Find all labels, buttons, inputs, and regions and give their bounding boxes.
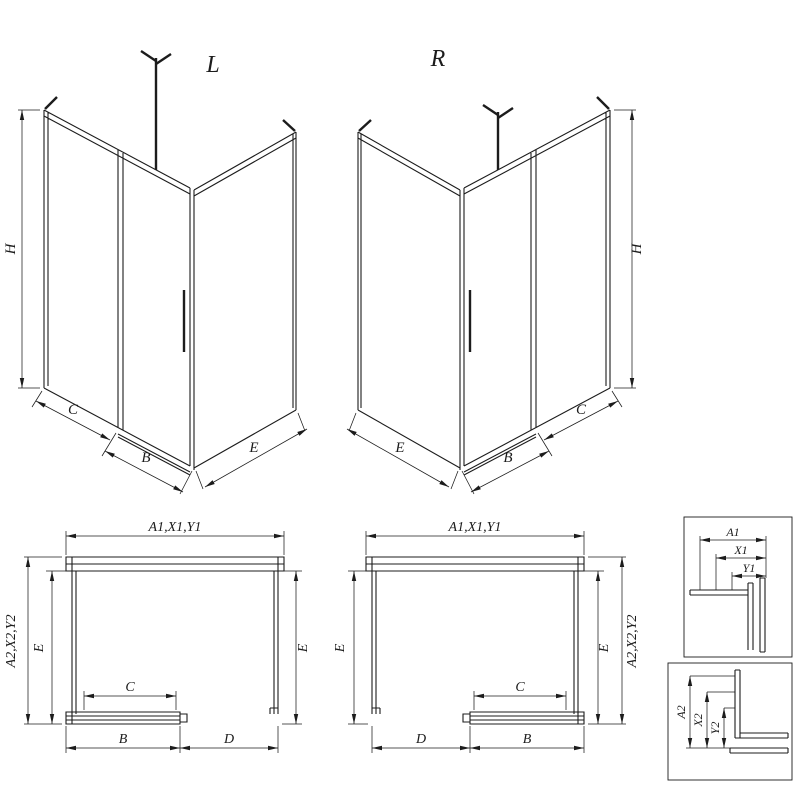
extension-lines [588,556,626,725]
side-panels [371,571,579,714]
extension-lines [18,109,40,389]
dim-label-b: B [141,450,150,466]
dim-label-d: D [223,732,234,747]
dim-label-a2: A2 [674,705,688,719]
dimension-line [470,450,550,493]
dimension-fixed-panel: C [31,390,117,457]
detail-frame [667,662,793,781]
dim-label-a1x1y1: A1,X1,Y1 [148,520,202,535]
dim-label-e: E [296,643,311,653]
sliding-door-plan [65,711,188,725]
dimension-b: B [65,726,181,753]
dimension-c: C [473,680,567,710]
dimension-y2: Y2 [708,708,727,748]
extension-lines [699,536,767,590]
dimension-d: D [371,726,470,753]
dimension-c: C [83,680,177,710]
extension-lines [280,570,302,725]
dimension-e-right: E [280,570,311,725]
dimension-door: B [461,450,550,495]
dim-label-a1: A1 [725,525,739,539]
extension-lines [461,470,475,495]
dimension-x1: X1 [716,543,766,561]
dimension-depth-outer: A2,X2,Y2 [588,556,640,725]
dimension-line [543,400,619,441]
dimension-e-left: E [32,570,70,724]
dim-label-e: E [32,643,47,653]
iso-view-right: R H C B E [346,46,645,495]
dimension-a1: A1 [700,525,766,543]
dim-label-x2: X2 [691,713,705,727]
dim-label-h: H [629,242,645,255]
dimension-fixed-panel: C [537,390,623,457]
extension-lines [686,675,735,749]
dimension-door: B [104,450,193,495]
dim-label-d: D [415,732,426,747]
configuration-label-r: R [430,46,446,72]
back-panel-profile [65,556,285,572]
extension-lines [24,556,62,725]
detail-view-top: A1 X1 Y1 [683,516,793,658]
wall-bracket-icons [44,50,296,132]
dimension-a2: A2 [674,676,693,748]
corner-profile-section [689,577,766,653]
plan-view-right: A1,X1,Y1 A2,X2,Y2 E E C B [333,520,640,753]
dimension-height: H [614,109,645,389]
dim-label-y1: Y1 [743,561,756,575]
dim-label-a2x2y2: A2,X2,Y2 [625,615,640,669]
glass-panels-outline [43,109,297,476]
extension-lines [31,390,117,457]
dim-label-e: E [248,440,258,456]
side-panels [71,571,279,714]
dimension-width: A1,X1,Y1 [65,520,285,555]
dimension-y1: Y1 [732,561,766,579]
dim-label-b: B [523,732,532,747]
dimension-e-left: E [333,570,370,725]
plan-view-left: A1,X1,Y1 A2,X2,Y2 E E C B [4,520,311,753]
dim-label-h: H [3,242,19,255]
dimension-line [204,428,308,488]
extension-lines [195,412,306,490]
dimension-width: A1,X1,Y1 [365,520,585,555]
detail-view-bottom: A2 X2 Y2 [667,662,793,781]
extension-lines [179,470,193,495]
dimension-e-right: E [580,570,612,724]
dim-label-e: E [394,440,404,456]
dim-label-a1x1y1: A1,X1,Y1 [448,520,502,535]
dim-label-c: C [125,680,135,695]
dim-label-c: C [576,402,587,418]
corner-profile-section [729,669,789,754]
extension-lines [348,570,370,725]
dim-label-e: E [333,643,348,653]
detail-frame [683,516,793,658]
configuration-label-l: L [205,52,219,78]
dimension-b: B [469,726,585,753]
back-panel-profile [365,556,585,572]
sliding-door-plan [462,711,585,725]
iso-view-left: L H C B E [3,50,308,495]
dimension-side-panel: E [346,412,459,490]
dim-label-c: C [515,680,525,695]
dim-label-a2x2y2: A2,X2,Y2 [4,615,19,669]
dimension-line [35,400,111,441]
dimension-d: D [180,726,279,753]
dim-label-b: B [119,732,128,747]
glass-panels-outline [357,109,611,476]
dimension-height: H [3,109,40,389]
dim-label-y2: Y2 [708,722,722,735]
extension-lines [537,390,623,457]
dimension-depth-outer: A2,X2,Y2 [4,556,62,725]
dim-label-x1: X1 [733,543,747,557]
dim-label-b: B [503,450,512,466]
dimension-line [346,428,450,488]
dimension-x2: X2 [691,692,710,748]
dim-label-c: C [68,402,79,418]
dimension-side-panel: E [195,412,308,490]
dimension-line [104,450,184,493]
extension-lines [348,412,459,490]
wall-bracket-icons [358,96,610,132]
dim-label-e: E [597,643,612,653]
